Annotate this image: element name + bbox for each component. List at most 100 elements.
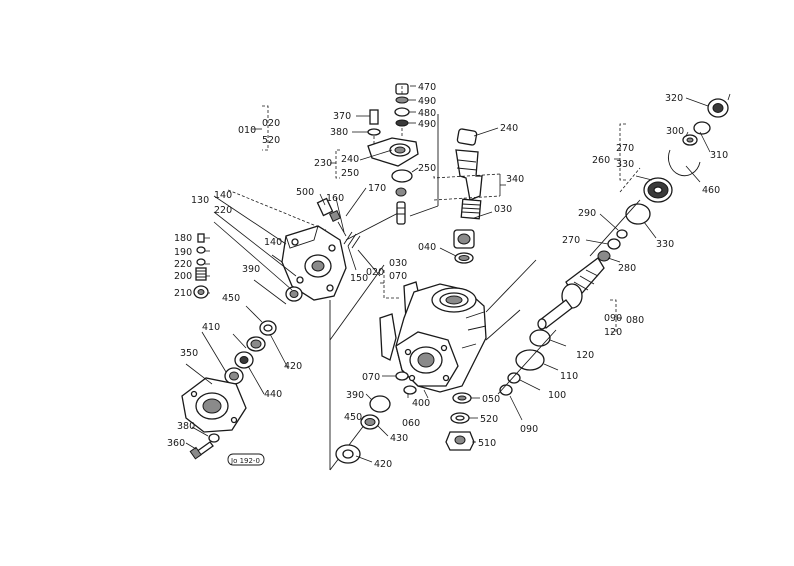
label-140b: 140: [264, 237, 282, 248]
label-010: 010: [238, 125, 256, 136]
label-380b: 380: [177, 421, 195, 432]
label-450b: 450: [344, 412, 362, 423]
o-ring-250: [391, 169, 413, 183]
label-080: 080: [626, 315, 644, 326]
sleeve-240: [456, 128, 478, 146]
label-240b: 240: [341, 154, 359, 165]
label-270b: 270: [562, 235, 580, 246]
label-220b: 220: [174, 259, 192, 270]
label-320: 320: [665, 93, 683, 104]
label-330a: 330: [616, 159, 634, 170]
left-cover-assembly: [181, 197, 361, 460]
washer-380: [208, 433, 220, 443]
label-180: 180: [174, 233, 192, 244]
label-260: 260: [592, 155, 610, 166]
washer-380top: [367, 128, 381, 136]
label-090a: 090: [604, 313, 622, 324]
label-360: 360: [167, 438, 185, 449]
label-310: 310: [710, 150, 728, 161]
label-130: 130: [191, 195, 209, 206]
label-390a: 390: [242, 264, 260, 275]
label-460: 460: [702, 185, 720, 196]
ring-270: [607, 238, 621, 250]
label-110: 110: [560, 371, 578, 382]
center-leaders: [380, 127, 499, 299]
label-170: 170: [368, 183, 386, 194]
center-shaft-assembly: [433, 128, 506, 264]
mount-bracket-lower: [379, 313, 397, 361]
label-030b: 030: [389, 258, 407, 269]
washer-490a: [395, 96, 409, 104]
label-070a: 070: [389, 271, 407, 282]
label-420a: 420: [284, 361, 302, 372]
ring-280: [597, 250, 611, 262]
label-230: 230: [314, 158, 332, 169]
label-200: 200: [174, 271, 192, 282]
label-340: 340: [506, 174, 524, 185]
label-040: 040: [418, 242, 436, 253]
disc-120: [529, 329, 551, 347]
label-020b: 020: [366, 267, 384, 278]
ring-070: [395, 371, 409, 381]
label-020: 020: [262, 118, 280, 129]
lower-center-parts: [335, 371, 475, 464]
ring-220: [196, 258, 206, 266]
label-380a: 380: [330, 127, 348, 138]
label-510: 510: [478, 438, 496, 449]
label-490b: 490: [418, 119, 436, 130]
label-270a: 270: [616, 143, 634, 154]
ring-060: [403, 385, 417, 395]
label-210: 210: [174, 288, 192, 299]
label-390b: 390: [346, 390, 364, 401]
label-470: 470: [418, 82, 436, 93]
disc-390: [369, 395, 391, 413]
label-520a: 520: [262, 135, 280, 146]
label-480: 480: [418, 108, 436, 119]
label-140a: 140: [214, 190, 232, 201]
top-leaders: [352, 85, 439, 217]
label-090b: 090: [520, 424, 538, 435]
label-370: 370: [333, 111, 351, 122]
label-280: 280: [618, 263, 636, 274]
label-350: 350: [180, 348, 198, 359]
left-leaders: [185, 187, 405, 471]
label-420b: 420: [374, 459, 392, 470]
label-430: 430: [390, 433, 408, 444]
label-030a: 030: [494, 204, 512, 215]
label-190: 190: [174, 247, 192, 258]
label-070b: 070: [362, 372, 380, 383]
stamp-text: Jo 192-0: [230, 457, 260, 465]
ring-190: [196, 246, 206, 254]
label-330b: 330: [656, 239, 674, 250]
label-120a: 120: [604, 327, 622, 338]
label-120b: 120: [576, 350, 594, 361]
label-250b: 250: [418, 163, 436, 174]
label-150: 150: [350, 273, 368, 284]
label-290: 290: [578, 208, 596, 219]
label-400: 400: [412, 398, 430, 409]
label-520b: 520: [480, 414, 498, 425]
snap-ring-460: [668, 149, 701, 177]
label-100: 100: [548, 390, 566, 401]
ring-290: [616, 229, 628, 239]
label-410: 410: [202, 322, 220, 333]
label-160a: 160: [326, 193, 344, 204]
ring-310: [693, 121, 711, 135]
main-housing: [379, 281, 487, 393]
reference-stamp: Jo 192-0: [227, 453, 265, 466]
right-shaft-assembly: [499, 98, 729, 396]
label-250a: 250: [341, 168, 359, 179]
disc-330: [625, 203, 651, 225]
label-490a: 490: [418, 96, 436, 107]
pin-180: [197, 233, 205, 243]
label-050: 050: [482, 394, 500, 405]
label-220a: 220: [214, 205, 232, 216]
ring-100: [507, 372, 521, 384]
top-cover-assembly: [252, 83, 419, 225]
label-240a: 240: [500, 123, 518, 134]
ring-110: [515, 349, 545, 371]
label-060: 060: [402, 418, 420, 429]
right-leaders: [497, 93, 731, 421]
